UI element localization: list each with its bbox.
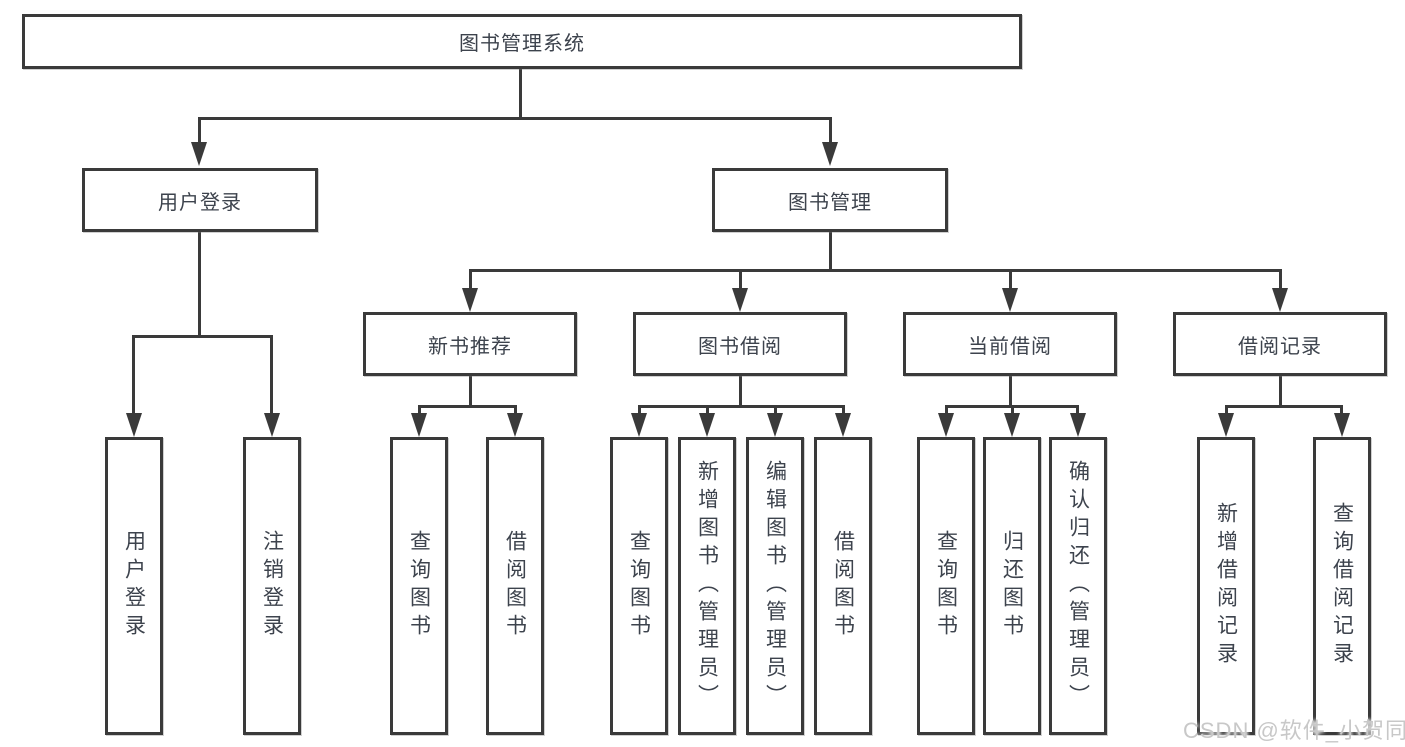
connector-stem (638, 405, 641, 415)
connector-stem (469, 376, 472, 407)
connector-stem (469, 269, 472, 289)
arrowhead-down-icon (1334, 413, 1350, 437)
leaf-query-books-current: 查询图书 (917, 437, 975, 735)
leaf-label: 归还图书 (1000, 530, 1024, 642)
node-label: 新书推荐 (428, 335, 512, 358)
arrowhead-down-icon (822, 142, 838, 166)
node-label: 借阅记录 (1238, 335, 1322, 358)
leaf-query-books-recommend: 查询图书 (390, 437, 448, 735)
leaf-query-borrow-record: 查询借阅记录 (1313, 437, 1371, 735)
arrowhead-down-icon (462, 288, 478, 312)
connector-stem (519, 69, 522, 118)
arrowhead-down-icon (507, 413, 523, 437)
arrowhead-down-icon (1070, 413, 1086, 437)
connector-stem (1279, 376, 1282, 407)
arrowhead-down-icon (264, 413, 280, 437)
arrowhead-down-icon (699, 413, 715, 437)
connector-bar (418, 405, 516, 408)
leaf-add-book-admin: 新增图书（管理员） (678, 437, 736, 735)
node-label: 用户登录 (158, 191, 242, 214)
leaf-label: 新增借阅记录 (1214, 502, 1238, 670)
node-label: 图书管理系统 (459, 33, 585, 55)
leaf-return-books: 归还图书 (983, 437, 1041, 735)
arrowhead-down-icon (1218, 413, 1234, 437)
node-label: 图书借阅 (698, 335, 782, 358)
arrowhead-down-icon (631, 413, 647, 437)
node-label: 图书管理 (788, 191, 872, 214)
connector-stem (132, 335, 135, 414)
leaf-label: 确认归还（管理员） (1066, 460, 1090, 712)
connector-stem (270, 335, 273, 414)
connector-stem (418, 405, 421, 415)
arrowhead-down-icon (1272, 288, 1288, 312)
node-user-login: 用户登录 (82, 168, 318, 232)
leaf-label: 查询图书 (407, 530, 431, 642)
leaf-borrow-books-recommend: 借阅图书 (486, 437, 544, 735)
connector-stem (514, 405, 517, 415)
connector-bar (638, 405, 844, 408)
connector-bar (132, 335, 273, 338)
connector-stem (774, 405, 777, 415)
leaf-query-books-borrowing: 查询图书 (610, 437, 668, 735)
connector-stem (739, 376, 742, 407)
node-current-borrowing: 当前借阅 (903, 312, 1117, 376)
leaf-label: 用户登录 (122, 530, 146, 642)
connector-stem (1009, 376, 1012, 407)
connector-stem (1225, 405, 1228, 415)
connector-bar (198, 117, 832, 120)
node-book-borrowing: 图书借阅 (633, 312, 847, 376)
connector-stem (1076, 405, 1079, 415)
connector-stem (945, 405, 948, 415)
leaf-label: 借阅图书 (831, 530, 855, 642)
connector-stem (829, 117, 832, 143)
connector-stem (1279, 269, 1282, 289)
connector-stem (842, 405, 845, 415)
leaf-label: 新增图书（管理员） (695, 460, 719, 712)
connector-stem (198, 232, 201, 338)
arrowhead-down-icon (1004, 413, 1020, 437)
arrowhead-down-icon (732, 288, 748, 312)
arrowhead-down-icon (411, 413, 427, 437)
leaf-edit-book-admin: 编辑图书（管理员） (746, 437, 804, 735)
leaf-label: 注销登录 (260, 530, 284, 642)
leaf-add-borrow-record: 新增借阅记录 (1197, 437, 1255, 735)
csdn-watermark: CSDN @软件_小贺同学 (1183, 718, 1405, 743)
connector-bar (1225, 405, 1343, 408)
node-root: 图书管理系统 (22, 14, 1022, 69)
node-borrowing-records: 借阅记录 (1173, 312, 1387, 376)
leaf-label: 借阅图书 (503, 530, 527, 642)
arrowhead-down-icon (126, 413, 142, 437)
arrowhead-down-icon (938, 413, 954, 437)
connector-stem (1011, 405, 1014, 415)
connector-stem (739, 269, 742, 289)
leaf-label: 查询图书 (627, 530, 651, 642)
connector-stem (1009, 269, 1012, 289)
node-label: 当前借阅 (968, 335, 1052, 358)
arrowhead-down-icon (835, 413, 851, 437)
arrowhead-down-icon (191, 142, 207, 166)
leaf-label: 编辑图书（管理员） (763, 460, 787, 712)
leaf-user-login: 用户登录 (105, 437, 163, 735)
arrowhead-down-icon (1002, 288, 1018, 312)
leaf-confirm-return-admin: 确认归还（管理员） (1049, 437, 1107, 735)
connector-bar (469, 269, 1282, 272)
connector-stem (706, 405, 709, 415)
arrowhead-down-icon (767, 413, 783, 437)
leaf-borrow-books-borrowing: 借阅图书 (814, 437, 872, 735)
leaf-label: 查询借阅记录 (1330, 502, 1354, 670)
node-book-management: 图书管理 (712, 168, 948, 232)
connector-stem (1340, 405, 1343, 415)
connector-stem (829, 232, 832, 271)
leaf-label: 查询图书 (934, 530, 958, 642)
node-new-book-recommendation: 新书推荐 (363, 312, 577, 376)
leaf-logout-login: 注销登录 (243, 437, 301, 735)
connector-stem (198, 117, 201, 143)
